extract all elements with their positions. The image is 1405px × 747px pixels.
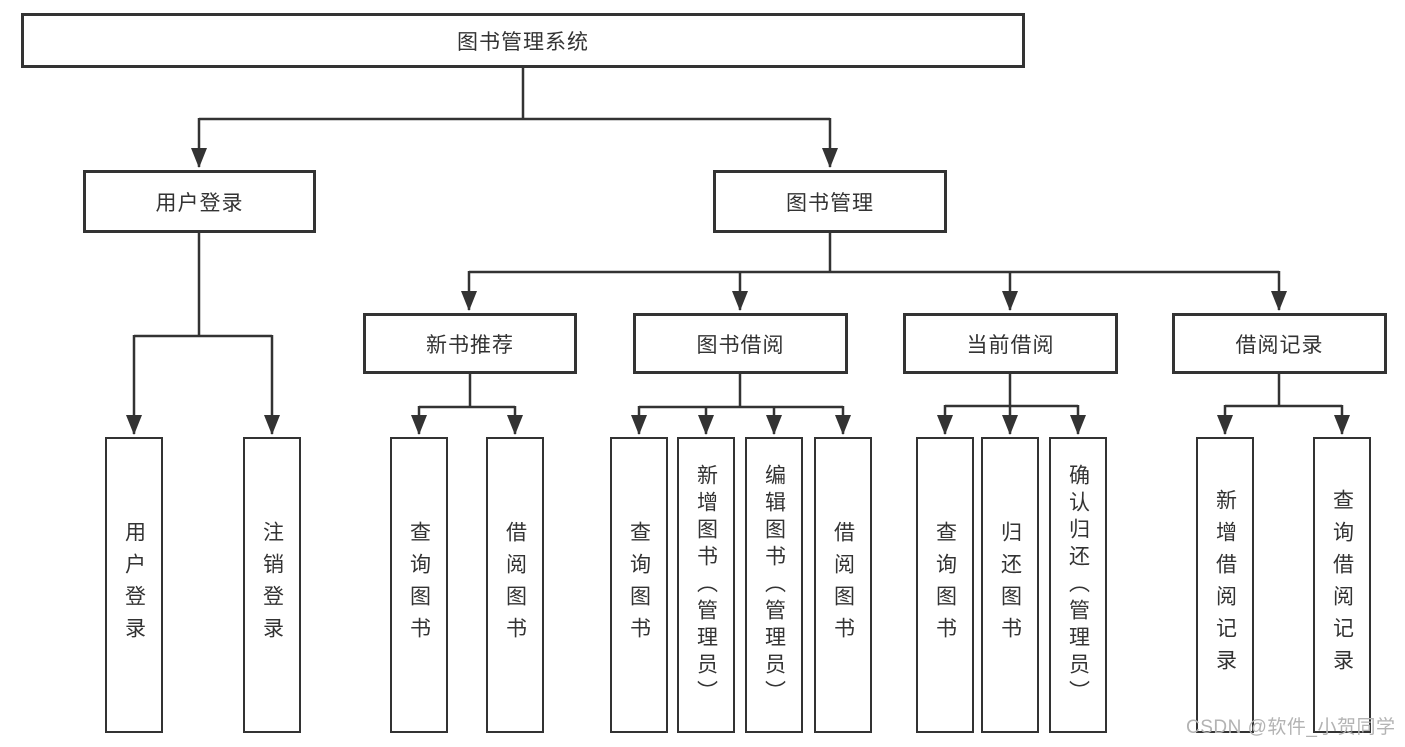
node-cb-query-books: 查询图书 — [916, 437, 974, 733]
node-label: 注销登录 — [260, 521, 284, 649]
node-cb-confirm-return-admin: 确认归还（管理员） — [1049, 437, 1107, 733]
node-label: 查询图书 — [407, 521, 431, 649]
node-label: 用户登录 — [122, 521, 146, 649]
csdn-watermark: CSDN @软件_小贺同学 — [1186, 717, 1396, 738]
node-label: 查询图书 — [933, 521, 957, 649]
node-label: 借阅图书 — [503, 521, 527, 649]
node-logout-leaf: 注销登录 — [243, 437, 301, 733]
node-user-login-leaf: 用户登录 — [105, 437, 163, 733]
connector-current-borrow-children — [937, 374, 1086, 435]
node-user-login: 用户登录 — [83, 170, 316, 233]
node-label: 当前借阅 — [966, 333, 1055, 357]
connector-borrow-records-children — [1217, 374, 1350, 435]
node-label: 查询图书 — [627, 521, 651, 649]
node-label: 确认归还（管理员） — [1066, 463, 1090, 707]
node-label: 编辑图书（管理员） — [762, 463, 786, 707]
node-borrowing-records: 借阅记录 — [1172, 313, 1387, 374]
node-nbr-borrow-books: 借阅图书 — [486, 437, 544, 733]
node-label: 新书推荐 — [426, 333, 514, 357]
node-root-system: 图书管理系统 — [21, 13, 1025, 68]
node-book-management: 图书管理 — [713, 170, 947, 233]
node-bb-query-books: 查询图书 — [610, 437, 668, 733]
connector-user-login-children — [126, 233, 280, 435]
node-label: 借阅记录 — [1235, 333, 1324, 357]
node-br-add-record: 新增借阅记录 — [1196, 437, 1254, 733]
node-cb-return-books: 归还图书 — [981, 437, 1039, 733]
node-br-query-record: 查询借阅记录 — [1313, 437, 1371, 733]
node-bb-add-books-admin: 新增图书（管理员） — [677, 437, 735, 733]
node-label: 新增借阅记录 — [1213, 489, 1237, 681]
node-label: 归还图书 — [998, 521, 1022, 649]
connector-book-mgmt-children — [461, 233, 1287, 311]
node-new-book-recommend: 新书推荐 — [363, 313, 577, 374]
node-label: 新增图书（管理员） — [694, 463, 718, 707]
node-label: 图书管理 — [786, 191, 874, 215]
node-bb-edit-books-admin: 编辑图书（管理员） — [745, 437, 803, 733]
node-label: 借阅图书 — [831, 521, 855, 649]
connector-book-borrow-children — [631, 374, 851, 435]
connector-new-book-rec-children — [411, 374, 523, 435]
node-nbr-query-books: 查询图书 — [390, 437, 448, 733]
node-bb-borrow-books: 借阅图书 — [814, 437, 872, 733]
connector-root-to-level2 — [191, 68, 838, 168]
node-label: 查询借阅记录 — [1330, 489, 1354, 681]
node-book-borrowing: 图书借阅 — [633, 313, 848, 374]
node-current-borrowing: 当前借阅 — [903, 313, 1118, 374]
node-label: 图书管理系统 — [457, 30, 589, 54]
node-label: 用户登录 — [155, 191, 244, 215]
node-label: 图书借阅 — [696, 333, 785, 357]
